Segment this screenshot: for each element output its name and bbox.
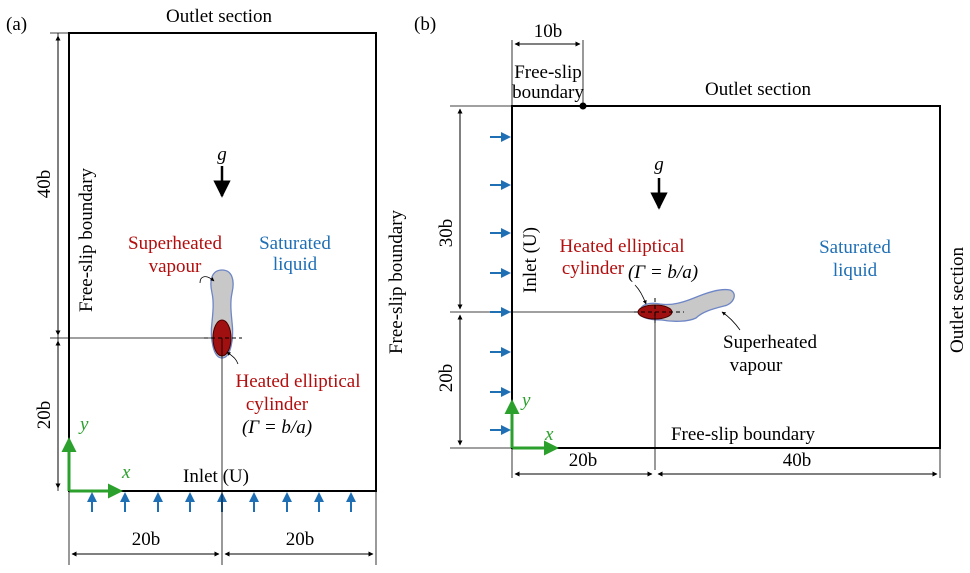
panel-b-superheated-line2: vapour <box>730 355 783 376</box>
panel-b-bottom-boundary-label: Free-slip boundary <box>671 424 816 445</box>
panel-a-label: (a) <box>6 14 27 35</box>
panel-b-dim-left-label: 20b <box>569 450 598 471</box>
panel-b-label: (b) <box>414 14 436 35</box>
panel-b-free-slip-top-line1: Free-slip <box>514 62 582 83</box>
panel-a-dim-left-label: 20b <box>132 529 161 550</box>
panel-a-y-axis-label: y <box>78 414 89 435</box>
panel-b-superheated-line1: Superheated <box>723 332 817 353</box>
panel-b-saturated-liquid-line2: liquid <box>833 260 878 281</box>
panel-b-inlet-label: Inlet (U) <box>520 227 541 293</box>
panel-a-heated-line2: cylinder <box>246 394 309 415</box>
panel-a-superheated-line1: Superheated <box>128 233 222 254</box>
panel-a-dim-right-label: 20b <box>286 529 315 550</box>
panel-b-inlet-arrows <box>490 132 511 435</box>
panel-b-y-axis-label: y <box>520 390 531 411</box>
panel-a-domain-box <box>68 32 377 492</box>
panel-a-heated-line1: Heated elliptical <box>235 371 360 392</box>
panel-a-superheated-line2: vapour <box>149 256 202 277</box>
panel-b-aspect-ratio-label: (Γ = b/a) <box>628 262 698 283</box>
panel-b-cylinder-leader <box>634 284 647 305</box>
panel-a-saturated-liquid-line2: liquid <box>273 254 318 275</box>
panel-a-cylinder-leader <box>226 351 239 365</box>
panel-a-right-boundary-label: Free-slip boundary <box>386 209 407 354</box>
panel-a-dim-top-label: 40b <box>34 170 55 199</box>
panel-b-dim-top-label: 30b <box>436 219 457 248</box>
panel-b-outlet-top-label: Outlet section <box>705 79 812 100</box>
panel-b-10b-label: 10b <box>534 21 563 42</box>
panel-a-gravity-label: g <box>217 144 227 165</box>
panel-b-gravity-label: g <box>654 154 664 175</box>
panel-a-outlet-label: Outlet section <box>166 6 273 27</box>
panel-b-heated-line2: cylinder <box>562 258 625 279</box>
panel-a: (a) Outlet section 40b 20b Free-slip bou… <box>6 6 407 565</box>
panel-b-dim-right-label: 40b <box>783 450 812 471</box>
panel-a-inlet-arrows <box>87 492 356 512</box>
panel-b-outlet-right-label: Outlet section <box>947 246 968 353</box>
panel-a-dim-bottom-label: 20b <box>34 401 55 430</box>
panel-a-left-boundary-label: Free-slip boundary <box>76 167 97 312</box>
panel-b: (b) 10b Free-slip boundary Outlet sectio… <box>414 14 968 478</box>
panel-b-vapour-leader <box>721 311 741 331</box>
panel-b-free-slip-top-line2: boundary <box>512 82 584 103</box>
panel-b-heated-line1: Heated elliptical <box>559 236 684 257</box>
panel-a-saturated-liquid-line1: Saturated <box>259 233 331 254</box>
panel-a-x-axis-label: x <box>121 462 131 483</box>
panel-a-vapour-leader <box>199 276 215 284</box>
panel-b-x-axis-label: x <box>544 424 554 445</box>
panel-b-dim-bottom-label: 20b <box>436 364 457 393</box>
panel-a-inlet-label: Inlet (U) <box>183 466 249 487</box>
panel-b-saturated-liquid-line1: Saturated <box>819 237 891 258</box>
panel-a-aspect-ratio-label: (Γ = b/a) <box>242 417 312 438</box>
panel-b-domain-box <box>511 105 941 449</box>
